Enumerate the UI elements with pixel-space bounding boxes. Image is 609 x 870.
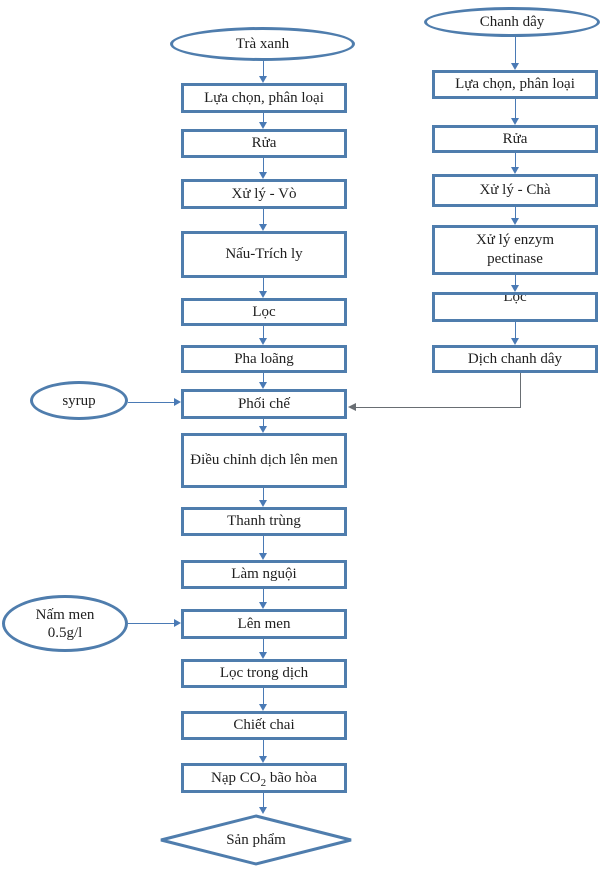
node-right-lua-chon: Lựa chọn, phân loại bbox=[432, 70, 598, 99]
connector-arrowhead-into-phoi-che bbox=[348, 403, 356, 411]
arrow-right-2 bbox=[511, 99, 520, 125]
node-thanh-trung: Thanh trùng bbox=[181, 507, 347, 536]
node-left-loc: Lọc bbox=[181, 298, 347, 326]
node-nap-co2-label: Nạp CO2 bão hòa bbox=[211, 769, 317, 789]
arrow-syrup-to-phoi-che bbox=[128, 398, 181, 407]
node-left-rua: Rửa bbox=[181, 129, 347, 158]
node-xu-ly-vo-label: Xử lý - Vò bbox=[231, 185, 297, 202]
node-san-pham-label: Sản phẩm bbox=[226, 831, 286, 848]
node-right-rua: Rửa bbox=[432, 125, 598, 153]
node-left-loc-label: Lọc bbox=[252, 303, 276, 320]
arrow-left-5 bbox=[259, 326, 268, 345]
node-right-lua-chon-label: Lựa chọn, phân loại bbox=[455, 76, 575, 93]
co2-subscript: 2 bbox=[260, 776, 267, 789]
node-right-rua-label: Rửa bbox=[502, 130, 528, 147]
arrow-left-11 bbox=[259, 639, 268, 659]
node-syrup-label: syrup bbox=[62, 392, 96, 409]
node-loc-trong-dich: Lọc trong dịch bbox=[181, 659, 347, 688]
node-dich-chanh-day-label: Dịch chanh dây bbox=[467, 350, 563, 367]
node-loc-trong-dich-label: Lọc trong dịch bbox=[219, 665, 309, 682]
arrow-left-14 bbox=[259, 793, 268, 814]
arrow-left-2 bbox=[259, 158, 268, 179]
arrow-left-7 bbox=[259, 419, 268, 433]
arrow-left-4 bbox=[259, 278, 268, 298]
arrow-right-1 bbox=[511, 37, 520, 70]
node-xu-ly-enzym-label: Xử lý enzym pectinase bbox=[475, 232, 555, 267]
arrow-left-1 bbox=[259, 113, 268, 129]
node-left-lua-chon-label: Lựa chọn, phân loại bbox=[204, 89, 324, 106]
node-right-loc: Lọc bbox=[432, 292, 598, 322]
arrow-left-6 bbox=[259, 373, 268, 389]
node-phoi-che: Phối chế bbox=[181, 389, 347, 419]
connector-dich-chanh-day-horizontal bbox=[356, 407, 521, 408]
arrow-left-10 bbox=[259, 589, 268, 609]
node-nap-co2: Nạp CO2 bão hòa bbox=[181, 763, 347, 793]
node-xu-ly-vo: Xử lý - Vò bbox=[181, 179, 347, 209]
node-syrup: syrup bbox=[30, 381, 128, 420]
node-lam-nguoi: Làm nguội bbox=[181, 560, 347, 589]
node-dieu-chinh-label: Điều chỉnh dịch lên men bbox=[190, 452, 338, 469]
arrow-nam-men-to-len-men bbox=[128, 619, 181, 628]
arrow-right-4 bbox=[511, 207, 520, 225]
node-phoi-che-label: Phối chế bbox=[237, 395, 291, 412]
node-san-pham: Sản phẩm bbox=[159, 814, 353, 866]
arrow-right-5 bbox=[511, 275, 520, 292]
node-dieu-chinh-dich-len-men: Điều chỉnh dịch lên men bbox=[181, 433, 347, 488]
node-xu-ly-cha: Xử lý - Chà bbox=[432, 174, 598, 207]
node-xu-ly-cha-label: Xử lý - Chà bbox=[479, 182, 551, 199]
node-nau-trich-ly-label: Nấu-Trích ly bbox=[225, 246, 303, 263]
node-xu-ly-enzym: Xử lý enzym pectinase bbox=[432, 225, 598, 275]
node-tra-xanh: Trà xanh bbox=[170, 27, 355, 61]
connector-dich-chanh-day-vertical bbox=[520, 373, 521, 407]
node-left-lua-chon: Lựa chọn, phân loại bbox=[181, 83, 347, 113]
node-dich-chanh-day: Dịch chanh dây bbox=[432, 345, 598, 373]
arrow-left-13 bbox=[259, 740, 268, 763]
node-len-men: Lên men bbox=[181, 609, 347, 639]
node-len-men-label: Lên men bbox=[237, 615, 291, 632]
node-chanh-day: Chanh dây bbox=[424, 7, 600, 37]
node-chiet-chai-label: Chiết chai bbox=[233, 717, 295, 734]
node-nau-trich-ly: Nấu-Trích ly bbox=[181, 231, 347, 278]
arrow-left-3 bbox=[259, 209, 268, 231]
arrow-right-6 bbox=[511, 322, 520, 345]
node-chiet-chai: Chiết chai bbox=[181, 711, 347, 740]
arrow-right-3 bbox=[511, 153, 520, 174]
node-right-loc-label: Lọc bbox=[503, 292, 527, 305]
diamond-shape bbox=[160, 814, 352, 866]
arrow-left-12 bbox=[259, 688, 268, 711]
node-tra-xanh-label: Trà xanh bbox=[235, 36, 290, 52]
node-chanh-day-label: Chanh dây bbox=[479, 14, 545, 30]
node-lam-nguoi-label: Làm nguội bbox=[231, 566, 297, 583]
arrow-left-8 bbox=[259, 488, 268, 507]
node-pha-loang-label: Pha loãng bbox=[234, 350, 294, 367]
arrow-tra-xanh-to-lua-chon bbox=[259, 61, 268, 83]
node-left-rua-label: Rửa bbox=[251, 135, 277, 152]
node-pha-loang: Pha loãng bbox=[181, 345, 347, 373]
node-thanh-trung-label: Thanh trùng bbox=[227, 513, 301, 530]
arrow-left-9 bbox=[259, 536, 268, 560]
